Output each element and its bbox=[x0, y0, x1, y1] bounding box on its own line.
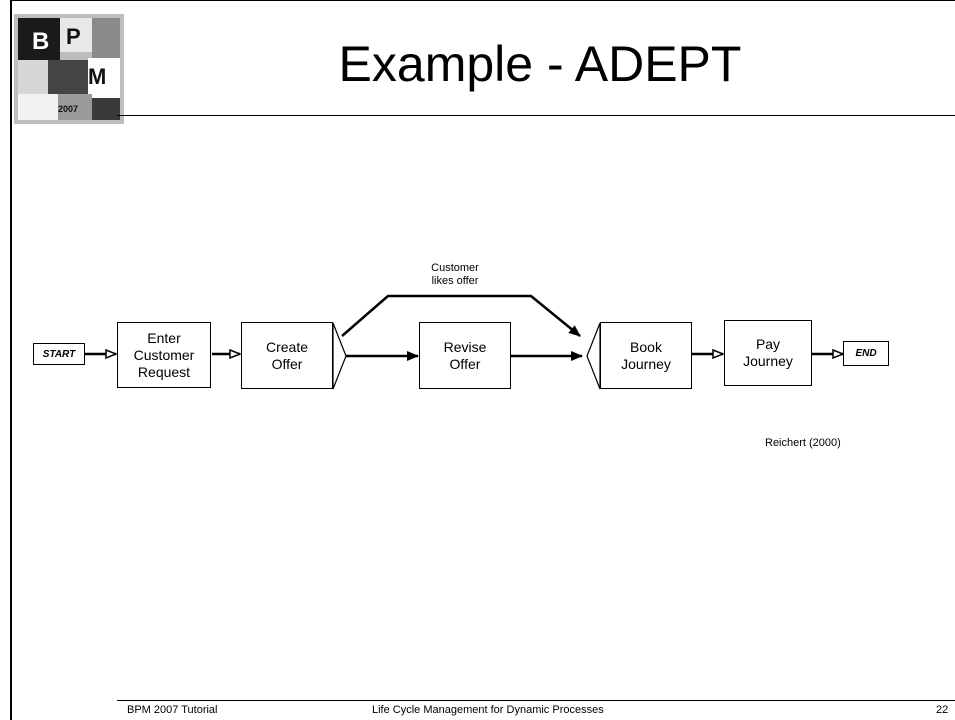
xor-join-gateway bbox=[586, 322, 601, 390]
xor-split-gateway bbox=[332, 322, 347, 390]
footer-left-text: BPM 2007 Tutorial bbox=[127, 704, 218, 716]
edge-customer-likes-offer bbox=[341, 294, 581, 337]
bpm-logo: B P M 2007 bbox=[14, 14, 124, 124]
logo-letter-b: B bbox=[32, 28, 49, 55]
footer-divider bbox=[117, 700, 955, 701]
logo-year: 2007 bbox=[58, 104, 78, 114]
title-divider bbox=[117, 115, 955, 116]
end-node: END bbox=[843, 341, 889, 366]
activity-book-journey: Book Journey bbox=[600, 322, 692, 389]
slide-frame-left bbox=[10, 0, 12, 720]
slide-title: Example - ADEPT bbox=[338, 36, 742, 92]
logo-letter-m: M bbox=[88, 64, 106, 89]
footer-center-text: Life Cycle Management for Dynamic Proces… bbox=[372, 704, 604, 716]
slide-frame-top bbox=[10, 0, 955, 1]
activity-revise-offer: Revise Offer bbox=[419, 322, 511, 389]
activity-enter-customer-request: Enter Customer Request bbox=[117, 322, 211, 388]
activity-create-offer: Create Offer bbox=[241, 322, 333, 389]
reference-citation: Reichert (2000) bbox=[765, 437, 841, 449]
page-number: 22 bbox=[936, 704, 949, 716]
logo-letter-p: P bbox=[66, 24, 81, 49]
activity-pay-journey: Pay Journey bbox=[724, 320, 812, 386]
branch-label-customer-likes-offer: Customer likes offer bbox=[431, 262, 479, 287]
start-node: START bbox=[33, 343, 85, 365]
